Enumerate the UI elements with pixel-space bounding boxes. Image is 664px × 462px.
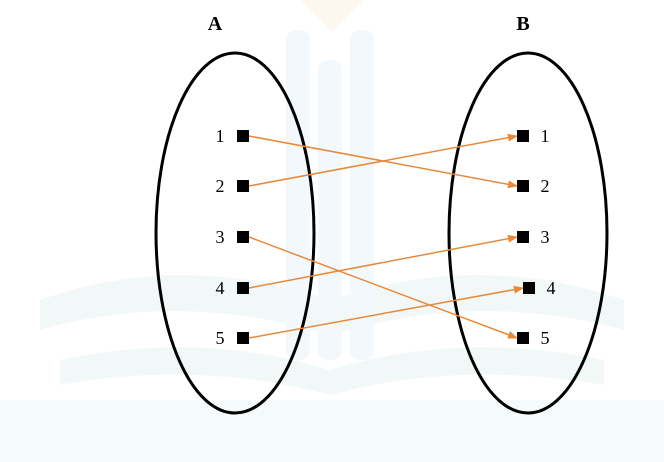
- set-b-element-marker: [517, 231, 529, 243]
- set-a-ellipse: [154, 51, 316, 415]
- set-b-element-label: 4: [547, 278, 556, 298]
- mapping-arrow-2-to-1: [248, 133, 518, 187]
- set-b-element-marker: [517, 180, 529, 192]
- set-a-element-label: 4: [216, 278, 225, 298]
- set-a-element-label: 3: [216, 227, 225, 247]
- set-b-ellipse: [447, 51, 609, 415]
- set-b-element-label: 2: [541, 176, 550, 196]
- set-b-element-marker: [523, 282, 535, 294]
- set-a-elements: 1 2 3 4 5: [216, 126, 249, 348]
- set-b-element-label: 5: [541, 328, 550, 348]
- set-b-element-label: 1: [541, 126, 550, 146]
- set-a-element-marker: [237, 180, 249, 192]
- set-a-title: A: [208, 13, 223, 35]
- set-b-element-marker: [517, 332, 529, 344]
- set-a-element-label: 2: [216, 176, 225, 196]
- set-a-element-marker: [237, 130, 249, 142]
- set-b-element-marker: [517, 130, 529, 142]
- set-a-element-marker: [237, 231, 249, 243]
- set-b-title: B: [516, 13, 529, 35]
- set-a-element-label: 5: [216, 328, 225, 348]
- mapping-arrow-3-to-5: [248, 236, 518, 339]
- mapping-arrow-4-to-3: [248, 234, 518, 289]
- set-b-elements: 1 2 3 4 5: [517, 126, 556, 348]
- set-a-element-marker: [237, 282, 249, 294]
- set-a-element-label: 1: [216, 126, 225, 146]
- mapping-arrows: [248, 133, 524, 339]
- set-b-element-label: 3: [541, 227, 550, 247]
- set-a-element-marker: [237, 332, 249, 344]
- mapping-arrow-5-to-4: [248, 285, 524, 339]
